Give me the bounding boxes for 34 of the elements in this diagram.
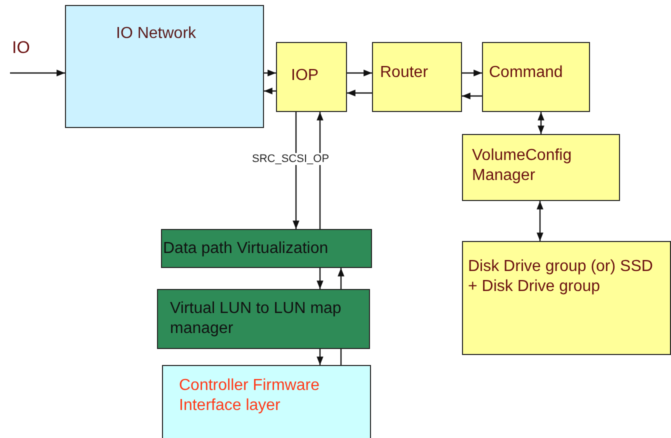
box-label: Router <box>380 63 430 83</box>
arrow <box>10 70 65 76</box>
process-box <box>462 241 671 355</box>
box-label: Controller Firmware Interface layer <box>179 376 320 416</box>
box-label: VolumeConfig Manager <box>472 146 573 186</box>
arrow <box>264 70 276 76</box>
process-box <box>157 289 370 349</box>
arrow <box>347 70 372 76</box>
process-box <box>462 134 620 201</box>
arrow <box>316 112 324 229</box>
process-box <box>161 229 372 268</box>
arrow <box>316 268 324 289</box>
box-label: Virtual LUN to LUN map manager <box>170 299 342 339</box>
arrow <box>538 112 544 134</box>
edge-label: IO <box>12 38 30 58</box>
edge-label: SRC_SCSI_OP <box>252 153 330 165</box>
process-box <box>372 42 462 112</box>
box-label: IOP <box>291 66 320 86</box>
arrow <box>292 112 300 229</box>
box-label: IO Network <box>116 24 198 44</box>
arrow <box>462 70 482 76</box>
arrow <box>462 92 482 100</box>
arrow <box>338 268 344 289</box>
arrow <box>347 90 372 96</box>
process-box <box>276 42 347 112</box>
box-label: Command <box>489 63 564 83</box>
arrow <box>264 88 276 94</box>
process-box <box>162 365 371 438</box>
box-label: Data path Virtualization <box>163 239 330 259</box>
box-label: Disk Drive group (or) SSD + Disk Drive group <box>468 257 654 297</box>
arrow <box>316 349 324 365</box>
process-box <box>482 42 590 112</box>
arrow <box>536 201 544 241</box>
process-box <box>65 5 264 128</box>
